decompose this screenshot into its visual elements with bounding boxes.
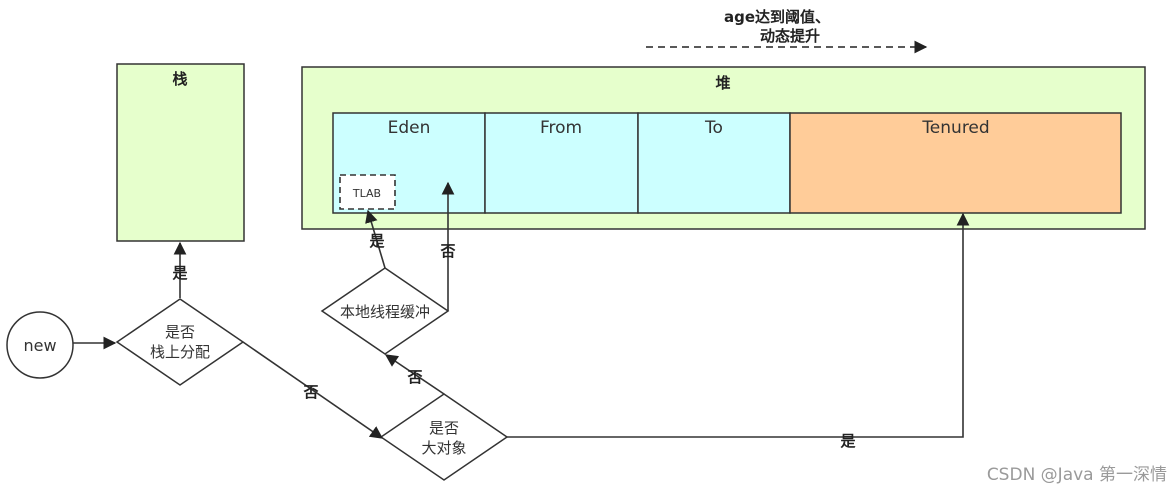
- big-decision-line1: 是否: [429, 419, 459, 437]
- edge-stack-no: [242, 341, 384, 439]
- stack-yes-label: 是: [171, 264, 188, 282]
- big-object-decision: [379, 393, 509, 481]
- new-node: [6, 311, 74, 379]
- tlab-label: TLAB: [352, 187, 381, 200]
- big-decision-line2: 大对象: [421, 439, 466, 457]
- tlab-yes-label: 是: [368, 232, 385, 250]
- from-label: From: [540, 118, 582, 138]
- stack-decision-line1: 是否: [165, 323, 195, 341]
- big-yes-label: 是: [839, 432, 856, 450]
- stack-box: [116, 63, 245, 242]
- stack-alloc-decision: [115, 298, 245, 386]
- eden-label: Eden: [388, 118, 431, 138]
- to-region: [637, 112, 791, 214]
- heap-title: 堆: [715, 74, 730, 92]
- csdn-watermark: CSDN @Java 第一深情: [986, 465, 1167, 485]
- tenured-region: [789, 112, 1122, 214]
- tlab-decision: [320, 267, 450, 355]
- stack-decision-line2: 栈上分配: [150, 343, 210, 361]
- promotion-label-line2: 动态提升: [760, 27, 820, 45]
- edge-big-yes: [507, 212, 970, 438]
- tlab-no-label: 否: [439, 242, 455, 260]
- tenured-label: Tenured: [921, 118, 989, 138]
- to-label: To: [704, 118, 723, 138]
- edge-tlab-yes: [365, 209, 386, 269]
- new-label: new: [23, 336, 56, 355]
- big-no-label: 否: [406, 368, 422, 386]
- stack-title: 栈: [172, 70, 187, 88]
- stack-no-label: 否: [302, 383, 318, 401]
- tlab-box: [339, 174, 396, 210]
- tlab-decision-label: 本地线程缓冲: [340, 303, 430, 321]
- edge-big-no: [384, 354, 445, 395]
- promotion-label-line1: age达到阈值、: [724, 8, 830, 26]
